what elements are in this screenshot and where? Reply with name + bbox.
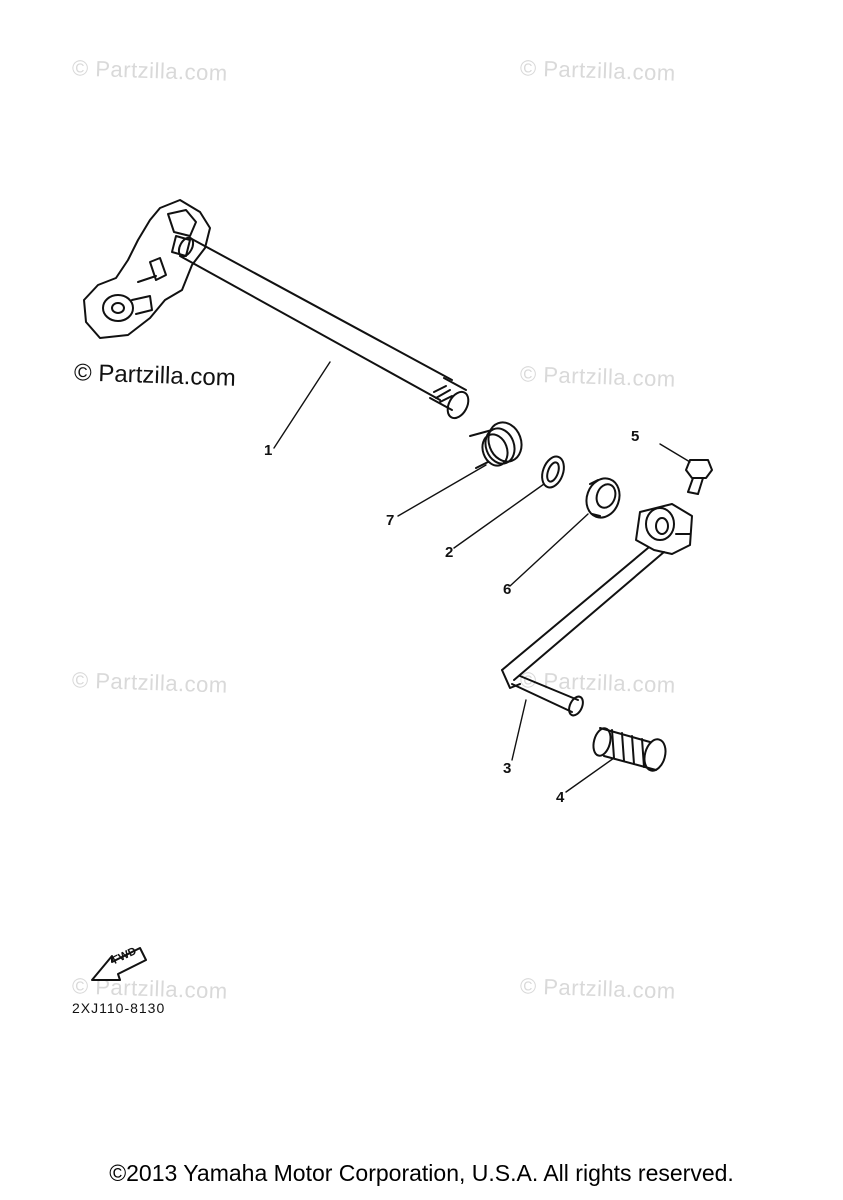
callout-circlip: 2 [445, 544, 454, 561]
leader-2 [453, 483, 545, 549]
leader-1 [273, 361, 331, 449]
leader-6 [509, 513, 589, 587]
callout-shift-pedal: 3 [503, 760, 512, 777]
callout-shift-shaft: 1 [264, 442, 273, 459]
diagram-code: 2XJ110-8130 [72, 1000, 166, 1016]
fwd-arrow-icon [91, 947, 147, 981]
shift-pedal-part [501, 503, 693, 717]
shift-shaft-part [83, 199, 470, 420]
leader-4 [565, 757, 615, 793]
leader-5 [659, 443, 691, 463]
spring-part [469, 421, 523, 469]
copyright-notice: ©2013 Yamaha Motor Corporation, U.S.A. A… [109, 1160, 734, 1186]
bolt-part [685, 459, 713, 495]
callout-oil-seal: 6 [503, 581, 512, 598]
leader-7 [397, 464, 487, 517]
callout-spring: 7 [386, 512, 395, 529]
leader-lines [273, 361, 691, 793]
callout-bolt: 5 [631, 428, 640, 445]
circlip-part [541, 455, 565, 489]
callout-rubber: 4 [556, 789, 565, 806]
leader-3 [511, 699, 527, 761]
oil-seal-part [585, 477, 621, 519]
